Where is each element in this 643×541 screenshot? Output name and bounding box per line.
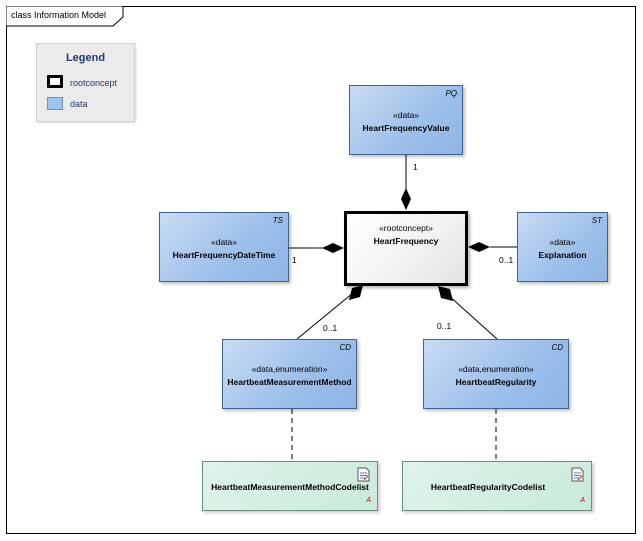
- composition-diamond-regularity: [438, 286, 453, 301]
- multiplicity-method: 0..1: [323, 323, 338, 333]
- stereotype-label: «rootconcept»: [379, 223, 433, 233]
- association-regularity: [446, 293, 498, 340]
- legend-title: Legend: [65, 52, 106, 64]
- datatype-label: PQ: [445, 89, 457, 98]
- codelist-name: HeartbeatRegularityCodelist: [430, 482, 546, 492]
- composition-diamond-datetime: [322, 243, 344, 253]
- stereotype-label: «data»: [393, 110, 419, 120]
- legend-swatch-data: [47, 97, 63, 110]
- class-name: HeartFrequencyDateTime: [172, 250, 276, 260]
- class-name: HeartbeatMeasurementMethod: [227, 377, 352, 387]
- class-heartbeat-measurement-method[interactable]: CD «data,enumeration» HeartbeatMeasureme…: [222, 339, 357, 409]
- stereotype-label: «data,enumeration»: [251, 364, 328, 374]
- multiplicity-value: 1: [413, 162, 418, 172]
- legend-label-data: data: [70, 99, 88, 109]
- class-name: HeartFrequency: [373, 236, 439, 246]
- diagram-frame: [6, 6, 636, 534]
- frame-tab: [6, 6, 124, 27]
- class-heartbeat-regularity[interactable]: CD «data,enumeration» HeartbeatRegularit…: [423, 339, 569, 409]
- class-heart-frequency-value[interactable]: PQ «data» HeartFrequencyValue: [349, 85, 463, 155]
- abstract-flag: A: [580, 497, 585, 504]
- composition-diamond-value: [401, 188, 411, 210]
- multiplicity-explanation: 0..1: [499, 255, 514, 265]
- multiplicity-datetime: 1: [292, 255, 297, 265]
- datatype-label: TS: [272, 216, 283, 225]
- document-icon: [571, 467, 584, 482]
- class-name: Explanation: [538, 250, 587, 260]
- diagram-title: class Information Model: [11, 10, 107, 20]
- composition-diamond-method: [349, 285, 363, 300]
- datatype-label: ST: [591, 216, 602, 225]
- document-icon: [357, 467, 370, 482]
- legend[interactable]: Legend rootconcept data: [36, 43, 135, 122]
- stereotype-label: «data»: [211, 237, 237, 247]
- datatype-label: CD: [339, 343, 351, 352]
- stereotype-label: «data»: [549, 237, 576, 247]
- class-heart-frequency-root[interactable]: «rootconcept» HeartFrequency: [344, 211, 468, 286]
- stereotype-label: «data,enumeration»: [458, 364, 534, 374]
- codelist-heartbeat-measurement-method[interactable]: HeartbeatMeasurementMethodCodelist A: [202, 461, 378, 511]
- multiplicity-regularity: 0..1: [437, 321, 452, 331]
- datatype-label: CD: [551, 343, 563, 352]
- abstract-flag: A: [366, 497, 371, 504]
- class-name: HeartbeatRegularity: [455, 377, 537, 387]
- class-name: HeartFrequencyValue: [362, 123, 450, 133]
- legend-swatch-rootconcept: [47, 75, 63, 88]
- codelist-name: HeartbeatMeasurementMethodCodelist: [211, 482, 369, 492]
- class-explanation[interactable]: ST «data» Explanation: [517, 212, 608, 282]
- legend-label-rootconcept: rootconcept: [70, 78, 118, 88]
- codelist-heartbeat-regularity[interactable]: HeartbeatRegularityCodelist A: [402, 461, 592, 511]
- composition-diamond-explanation: [468, 242, 490, 252]
- class-heart-frequency-datetime[interactable]: TS «data» HeartFrequencyDateTime: [159, 212, 289, 282]
- association-method: [296, 292, 354, 340]
